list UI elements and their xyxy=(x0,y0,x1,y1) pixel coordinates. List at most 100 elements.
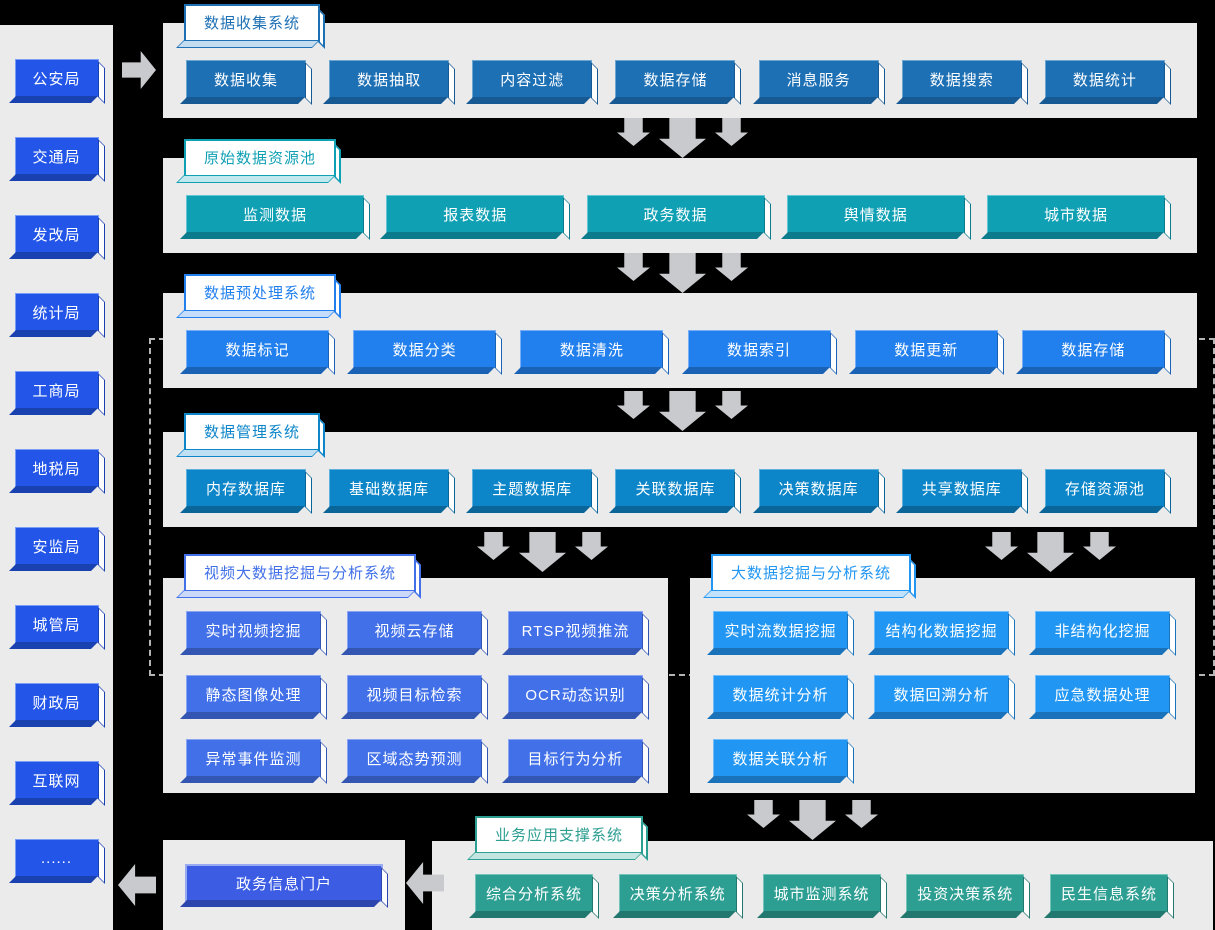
module-box: 内容过滤 xyxy=(472,60,593,98)
module-box-label: 舆情数据 xyxy=(843,206,908,224)
module-box-label: 实时视频挖掘 xyxy=(205,622,302,640)
module-box: 民生信息系统 xyxy=(1050,874,1168,912)
module-box: 监测数据 xyxy=(186,195,364,233)
module-box: 数据清洗 xyxy=(520,330,664,368)
section-label: 数据管理系统 xyxy=(184,413,321,451)
down-arrow-icon xyxy=(659,118,706,158)
left-arrow-icon xyxy=(118,864,156,906)
raw-pool-modules: 监测数据 报表数据 政务数据 舆情数据 城市数据 xyxy=(186,195,1165,233)
module-box: 数据统计分析 xyxy=(713,675,848,713)
module-box: 财政局 xyxy=(14,683,99,721)
module-box-label: 发改局 xyxy=(32,226,81,244)
module-box-label: 存储资源池 xyxy=(1064,480,1145,498)
module-box-label: 数据更新 xyxy=(894,341,959,359)
module-box: 数据存储 xyxy=(1021,330,1165,368)
module-box: OCR动态识别 xyxy=(508,675,643,713)
big-data-mining-modules: 实时流数据挖掘结构化数据挖掘非结构化挖掘数据统计分析数据回溯分析应急数据处理数据… xyxy=(713,611,1170,777)
module-box-label: 综合分析系统 xyxy=(485,885,582,903)
module-box-label: 数据搜索 xyxy=(929,71,994,89)
module-box: 决策数据库 xyxy=(758,469,879,507)
module-box-label: 基础数据库 xyxy=(349,480,430,498)
module-box-label: 内存数据库 xyxy=(205,480,286,498)
down-arrow-icon xyxy=(747,800,780,828)
module-box-label: ...... xyxy=(40,849,72,867)
module-box-label: 视频目标检索 xyxy=(366,686,463,704)
module-box-label: 数据抽取 xyxy=(357,71,422,89)
module-box: 工商局 xyxy=(14,371,99,409)
module-box: 数据关联分析 xyxy=(713,739,848,777)
module-box: 异常事件监测 xyxy=(186,739,321,777)
module-box-label: 地税局 xyxy=(32,460,81,478)
module-box: 数据分类 xyxy=(353,330,497,368)
module-box: 区域态势预测 xyxy=(347,739,482,777)
module-box-label: 城市数据 xyxy=(1043,206,1108,224)
flow-arrows xyxy=(747,800,878,840)
module-box: 舆情数据 xyxy=(786,195,965,233)
flow-arrows xyxy=(617,391,748,431)
module-box-label: 应急数据处理 xyxy=(1054,686,1151,704)
module-box: ...... xyxy=(14,839,99,877)
down-arrow-icon xyxy=(715,391,748,419)
module-box-label: 结构化数据挖掘 xyxy=(885,622,998,640)
section-management-panel: 数据管理系统 内存数据库基础数据库主题数据库关联数据库决策数据库共享数据库存储资… xyxy=(163,413,1197,527)
module-box-label: RTSP视频推流 xyxy=(521,622,630,640)
module-box-label: 投资决策系统 xyxy=(917,885,1014,903)
module-box: 数据回溯分析 xyxy=(874,675,1009,713)
section-raw-pool-panel: 原始数据资源池 监测数据 报表数据 政务数据 舆情数据 城市数据 xyxy=(163,139,1197,253)
module-box: 城市数据 xyxy=(987,195,1165,233)
module-box: 统计局 xyxy=(14,293,99,331)
flow-arrows xyxy=(617,118,748,158)
module-box-label: 数据收集 xyxy=(213,71,278,89)
module-box-label: 数据统计分析 xyxy=(732,686,829,704)
module-box-label: 数据存储 xyxy=(1061,341,1126,359)
module-box: 视频云存储 xyxy=(347,611,482,649)
portal-label: 政务信息门户 xyxy=(235,875,332,893)
module-box-label: 报表数据 xyxy=(443,206,508,224)
module-box-label: 财政局 xyxy=(32,694,81,712)
module-box-label: 目标行为分析 xyxy=(527,750,624,768)
flow-arrows xyxy=(985,532,1116,572)
module-box: 城市监测系统 xyxy=(762,874,881,912)
module-box-label: 政务数据 xyxy=(643,206,708,224)
module-box: 数据更新 xyxy=(854,330,998,368)
module-box: 实时视频挖掘 xyxy=(186,611,321,649)
section-preprocessing-panel: 数据预处理系统 数据标记数据分类数据清洗数据索引数据更新数据存储 xyxy=(163,274,1197,388)
section-label: 业务应用支撑系统 xyxy=(475,816,644,854)
down-arrow-icon xyxy=(617,391,650,419)
module-box-label: 实时流数据挖掘 xyxy=(724,622,837,640)
module-box: 政务数据 xyxy=(586,195,765,233)
down-arrow-icon xyxy=(845,800,878,828)
module-box-label: 数据标记 xyxy=(225,341,290,359)
module-box-label: 民生信息系统 xyxy=(1060,885,1157,903)
module-box-label: 共享数据库 xyxy=(921,480,1002,498)
module-box: 城管局 xyxy=(14,605,99,643)
module-box: 目标行为分析 xyxy=(508,739,643,777)
module-box-label: 数据统计 xyxy=(1072,71,1137,89)
module-box: 报表数据 xyxy=(386,195,565,233)
module-box: 消息服务 xyxy=(758,60,879,98)
section-label: 原始数据资源池 xyxy=(184,139,337,177)
module-box-label: 互联网 xyxy=(32,772,81,790)
module-box: 数据收集 xyxy=(186,60,306,98)
module-box: 主题数据库 xyxy=(472,469,593,507)
module-box: 结构化数据挖掘 xyxy=(874,611,1009,649)
collection-modules: 数据收集数据抽取内容过滤数据存储消息服务数据搜索数据统计 xyxy=(186,60,1165,98)
down-arrow-icon xyxy=(659,391,706,431)
flow-arrows xyxy=(477,532,608,572)
down-arrow-icon xyxy=(659,253,706,293)
down-arrow-icon xyxy=(715,253,748,281)
departments-sidebar: 公安局交通局发改局统计局工商局地税局安监局城管局财政局互联网...... xyxy=(0,25,113,930)
module-box-label: 视频云存储 xyxy=(374,622,455,640)
section-big-data-mining-panel: 大数据挖掘与分析系统 实时流数据挖掘结构化数据挖掘非结构化挖掘数据统计分析数据回… xyxy=(690,554,1195,793)
module-box-label: 内容过滤 xyxy=(500,71,565,89)
module-box: 安监局 xyxy=(14,527,99,565)
down-arrow-icon xyxy=(575,532,608,560)
module-box-label: 监测数据 xyxy=(242,206,307,224)
module-box: 数据统计 xyxy=(1044,60,1165,98)
module-box-label: 交通局 xyxy=(32,148,81,166)
module-box: 实时流数据挖掘 xyxy=(713,611,848,649)
module-box-label: 数据索引 xyxy=(727,341,792,359)
module-box: 互联网 xyxy=(14,761,99,799)
